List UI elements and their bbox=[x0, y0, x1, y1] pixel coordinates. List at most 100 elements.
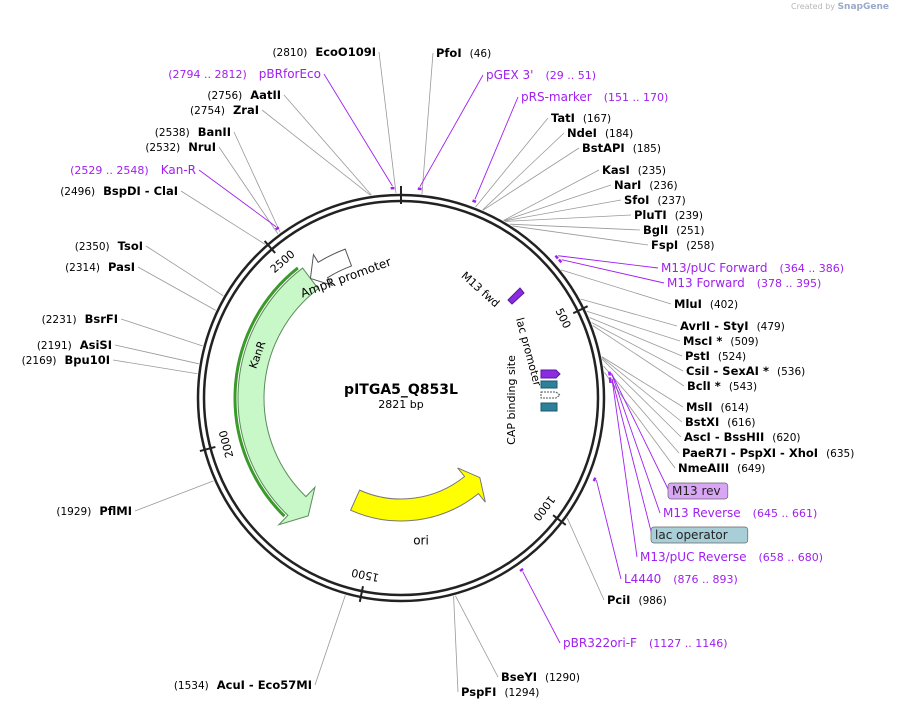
tick-mark bbox=[552, 514, 567, 526]
leader-line bbox=[378, 51, 397, 194]
lac-promoter-marker bbox=[540, 369, 561, 379]
site-label: NmeAIII(649) bbox=[678, 461, 765, 475]
site-label-text: NmeAIII(649) bbox=[678, 461, 765, 475]
primer-label: M13 Forward(378 .. 395) bbox=[667, 276, 821, 290]
enzyme-name: PluTI bbox=[634, 208, 667, 222]
site-label-text: MscI *(509) bbox=[683, 334, 759, 348]
tick-label: 1000 bbox=[530, 493, 557, 523]
site-position: (2191) bbox=[37, 340, 72, 352]
tick-label: 500 bbox=[552, 306, 573, 331]
leader-line bbox=[503, 169, 600, 221]
primer-range: (1127 .. 1146) bbox=[649, 637, 728, 650]
site-label: (2231)BsrFI bbox=[42, 312, 118, 326]
site-position: (2169) bbox=[22, 355, 57, 367]
primer-label: (2529 .. 2548)Kan-R bbox=[70, 163, 196, 177]
enzyme-name: AsiSI bbox=[80, 338, 112, 352]
site-label-text: AscI - BssHII(620) bbox=[684, 430, 801, 444]
site-position: (251) bbox=[676, 225, 704, 237]
primer-leader bbox=[611, 373, 670, 492]
site-position: (235) bbox=[638, 165, 666, 177]
leader-line bbox=[475, 117, 549, 208]
site-label: (1534)AcuI - Eco57MI bbox=[174, 678, 312, 692]
primer-name: M13/pUC Forward bbox=[661, 261, 768, 275]
primer-leader bbox=[595, 480, 622, 580]
primer-name: pGEX 3' bbox=[486, 68, 533, 82]
site-position: (2496) bbox=[60, 186, 95, 198]
site-label-text: (2350) TsoI bbox=[75, 239, 143, 253]
site-label: (2756)AatII bbox=[207, 88, 281, 102]
site-position: (184) bbox=[605, 128, 633, 140]
enzyme-name: ZraI bbox=[233, 103, 259, 117]
site-position: (620) bbox=[772, 432, 800, 444]
primer-range: (658 .. 680) bbox=[759, 551, 824, 564]
site-label: (2314)PasI bbox=[65, 260, 135, 274]
primer-name: L4440 bbox=[624, 572, 661, 586]
site-position: (2538) bbox=[155, 127, 190, 139]
site-label: TatI(167) bbox=[551, 111, 611, 125]
enzyme-name: BglI bbox=[643, 223, 668, 237]
site-label: (2350) TsoI bbox=[75, 239, 143, 253]
primer-label: M13 rev bbox=[672, 484, 721, 498]
tick-mark bbox=[358, 585, 364, 603]
site-position: (2350) bbox=[75, 241, 110, 253]
tick-mark bbox=[263, 240, 276, 254]
site-position: (46) bbox=[470, 48, 492, 60]
primer-range: (2529 .. 2548) bbox=[70, 164, 149, 177]
primer-site-mark bbox=[274, 226, 280, 231]
primer-range: (364 .. 386) bbox=[780, 262, 845, 275]
primer-leader bbox=[611, 378, 653, 536]
site-label: (2496)BspDI - ClaI bbox=[60, 184, 178, 198]
site-label-text: (2169)Bpu10I bbox=[22, 353, 110, 367]
enzyme-name: BsrFI bbox=[85, 312, 118, 326]
primer-label: L4440 (876 .. 893) bbox=[624, 572, 738, 586]
primer-label: pGEX 3'(29 .. 51) bbox=[486, 68, 596, 82]
credit-prefix: Created by bbox=[791, 2, 836, 11]
primer-range: (876 .. 893) bbox=[673, 573, 738, 586]
site-label-text: PspFI(1294) bbox=[461, 685, 539, 699]
site-label-text: (2191) AsiSI bbox=[37, 338, 112, 352]
site-label: PfoI (46) bbox=[436, 46, 491, 60]
primer-range: (645 .. 661) bbox=[753, 507, 818, 520]
site-label: MslI(614) bbox=[686, 400, 749, 414]
primer-label: pBR322ori-F(1127 .. 1146) bbox=[563, 636, 728, 650]
tick-mark bbox=[572, 305, 589, 315]
site-label: MluI(402) bbox=[674, 297, 738, 311]
enzyme-name: TsoI bbox=[118, 239, 143, 253]
leader-line bbox=[453, 596, 459, 693]
site-position: (2532) bbox=[145, 142, 180, 154]
site-label-text: PstI(524) bbox=[685, 349, 746, 363]
primer-label: pRS-marker(151 .. 170) bbox=[521, 90, 668, 104]
site-label: (2810)EcoO109I bbox=[272, 45, 376, 59]
site-position: (167) bbox=[583, 113, 611, 125]
enzyme-name: PspFI bbox=[461, 685, 496, 699]
site-label-text: FspI(258) bbox=[651, 238, 714, 252]
site-position: (1534) bbox=[174, 680, 209, 692]
site-label-text: (2754)ZraI bbox=[190, 103, 259, 117]
m13-fwd-marker bbox=[507, 287, 525, 305]
enzyme-name: PfoI bbox=[436, 46, 462, 60]
site-label-text: (2231)BsrFI bbox=[42, 312, 118, 326]
primer-label: (2794 .. 2812)pBRforEco bbox=[168, 67, 321, 81]
enzyme-name: PstI bbox=[685, 349, 710, 363]
leader-line bbox=[505, 214, 632, 222]
leader-line bbox=[586, 310, 681, 342]
feature-label-box bbox=[667, 482, 729, 500]
enzyme-name: PaeR7I - PspXI - XhoI bbox=[682, 446, 818, 460]
site-position: (986) bbox=[638, 595, 666, 607]
enzyme-name: KasI bbox=[602, 163, 630, 177]
site-label-text: (2538)BanII bbox=[155, 125, 231, 139]
enzyme-name: MscI * bbox=[683, 334, 722, 348]
site-labels: PfoI(46)TatI(167)NdeI(184)BstAPI(185)Kas… bbox=[22, 45, 855, 699]
leader-line bbox=[602, 359, 682, 438]
site-label: BstAPI(185) bbox=[582, 141, 661, 155]
site-label-text: PfoI (46) bbox=[436, 46, 491, 60]
site-label-text: SfoI(237) bbox=[624, 193, 686, 207]
kanr-outline-arc bbox=[233, 266, 299, 518]
enzyme-name: BseYI bbox=[501, 670, 537, 684]
leader-line bbox=[566, 517, 605, 601]
site-label-text: (2810)EcoO109I bbox=[272, 45, 376, 59]
site-label-text: AvrII - StyI(479) bbox=[680, 319, 785, 333]
primer-name: pRS-marker bbox=[521, 90, 592, 104]
leader-line bbox=[455, 595, 499, 678]
site-label: AscI - BssHII(620) bbox=[684, 430, 801, 444]
